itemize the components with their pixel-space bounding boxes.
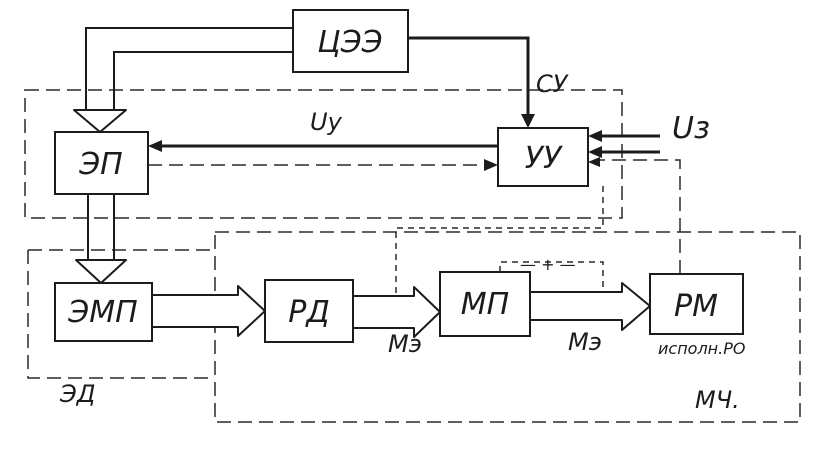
uu-block xyxy=(497,127,589,187)
uz-input-head-2 xyxy=(588,146,602,158)
mp-to-rm-arrow xyxy=(529,282,651,331)
iee-to-uu-head xyxy=(521,114,535,128)
mp-top-dashed xyxy=(499,261,604,296)
me-mp-rm-label: Mэ xyxy=(568,328,602,356)
rm-caption: исполн.РО xyxy=(658,339,745,358)
rd-label: РД xyxy=(288,295,330,330)
ep-to-emp-arrow xyxy=(75,259,127,284)
ed-region-boundary xyxy=(27,249,215,379)
me-rd-mp-label: Mэ xyxy=(388,330,422,358)
rm-label: РМ xyxy=(674,289,718,324)
mp-to-uu-dashed xyxy=(395,186,604,296)
uy-label: Uу xyxy=(310,108,343,136)
mp-label: МП xyxy=(461,287,509,322)
mch-region-label: МЧ. xyxy=(695,386,740,414)
iee-to-uu-line xyxy=(408,36,530,118)
iee-to-ep-line-outer xyxy=(85,27,293,110)
mch-region-boundary xyxy=(214,231,801,423)
iee-label: ЦЭЭ xyxy=(317,25,382,60)
uu-label: УУ xyxy=(525,141,563,176)
rm-block xyxy=(649,273,744,335)
ep-label: ЭП xyxy=(78,147,123,182)
uu-to-ep-head xyxy=(148,140,162,152)
uz-label: Uз xyxy=(672,111,710,146)
iee-to-ep-line-inner xyxy=(113,51,293,110)
iee-to-ep-arrow xyxy=(73,109,127,133)
rm-to-uu-head xyxy=(588,157,600,167)
iee-block xyxy=(292,9,409,73)
emp-label: ЭМП xyxy=(67,295,137,330)
ep-to-uu-head xyxy=(484,159,498,171)
rd-to-mp-arrow xyxy=(352,286,441,338)
control-region-boundary xyxy=(24,89,623,219)
ed-region-label: ЭД xyxy=(59,380,96,408)
su-label: СУ xyxy=(536,70,569,98)
uz-input-head-1 xyxy=(588,130,602,142)
rm-to-uu-dashed xyxy=(600,159,681,274)
emp-to-rd-arrow xyxy=(151,285,266,337)
feedback-mark: — + — xyxy=(520,255,576,274)
